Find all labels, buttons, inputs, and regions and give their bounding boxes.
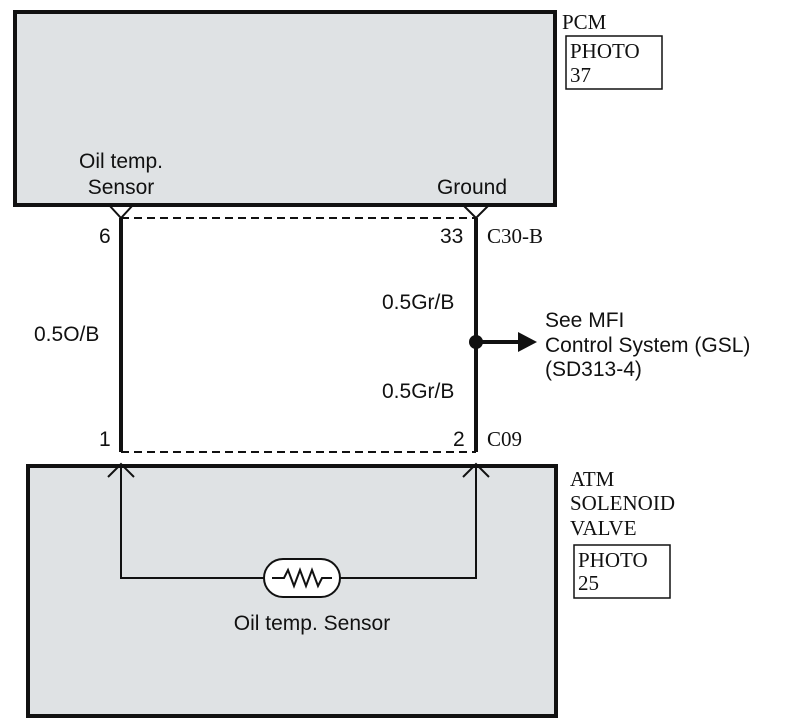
reference-line1: See MFI [545,309,624,332]
pcm-pin-6: 6 [99,225,111,248]
wire-right-color-top: 0.5Gr/B [382,291,454,314]
pcm-oil-temp-label-line1: Oil temp. [79,150,163,173]
solenoid-pin-2: 2 [453,428,465,451]
solenoid-title-line2: SOLENOID [570,491,675,515]
solenoid-pin-1: 1 [99,428,111,451]
pcm-oil-temp-label-line2: Sensor [88,176,155,199]
wire-left-color: 0.5O/B [34,323,99,346]
pcm-photo-number: 37 [570,63,591,87]
sensor-internal-wiring [120,464,264,579]
reference-arrow-head [518,332,537,352]
solenoid-title-line3: VALVE [570,516,637,540]
solenoid-photo-label: PHOTO [578,548,648,572]
pcm-photo-box [565,35,663,90]
solenoid-title-line1: ATM [570,467,615,491]
pcm-connector-id: C30-B [487,224,543,248]
solenoid-connector-id: C09 [487,427,522,451]
resistor-zigzag [272,567,332,589]
solenoid-photo-box [573,544,671,599]
pcm-pin-33: 33 [440,225,463,248]
sensor-label: Oil temp. Sensor [234,612,390,635]
pcm-box [13,10,557,207]
pcm-title: PCM [562,10,607,34]
pcm-ground-label: Ground [437,176,507,199]
pcm-photo-label: PHOTO [570,39,640,63]
reference-line2: Control System (GSL) [545,334,750,357]
reference-line3: (SD313-4) [545,358,642,381]
wire-right-color-bottom: 0.5Gr/B [382,380,454,403]
solenoid-photo-number: 25 [578,571,599,595]
sensor-internal-wiring-right [340,464,477,579]
